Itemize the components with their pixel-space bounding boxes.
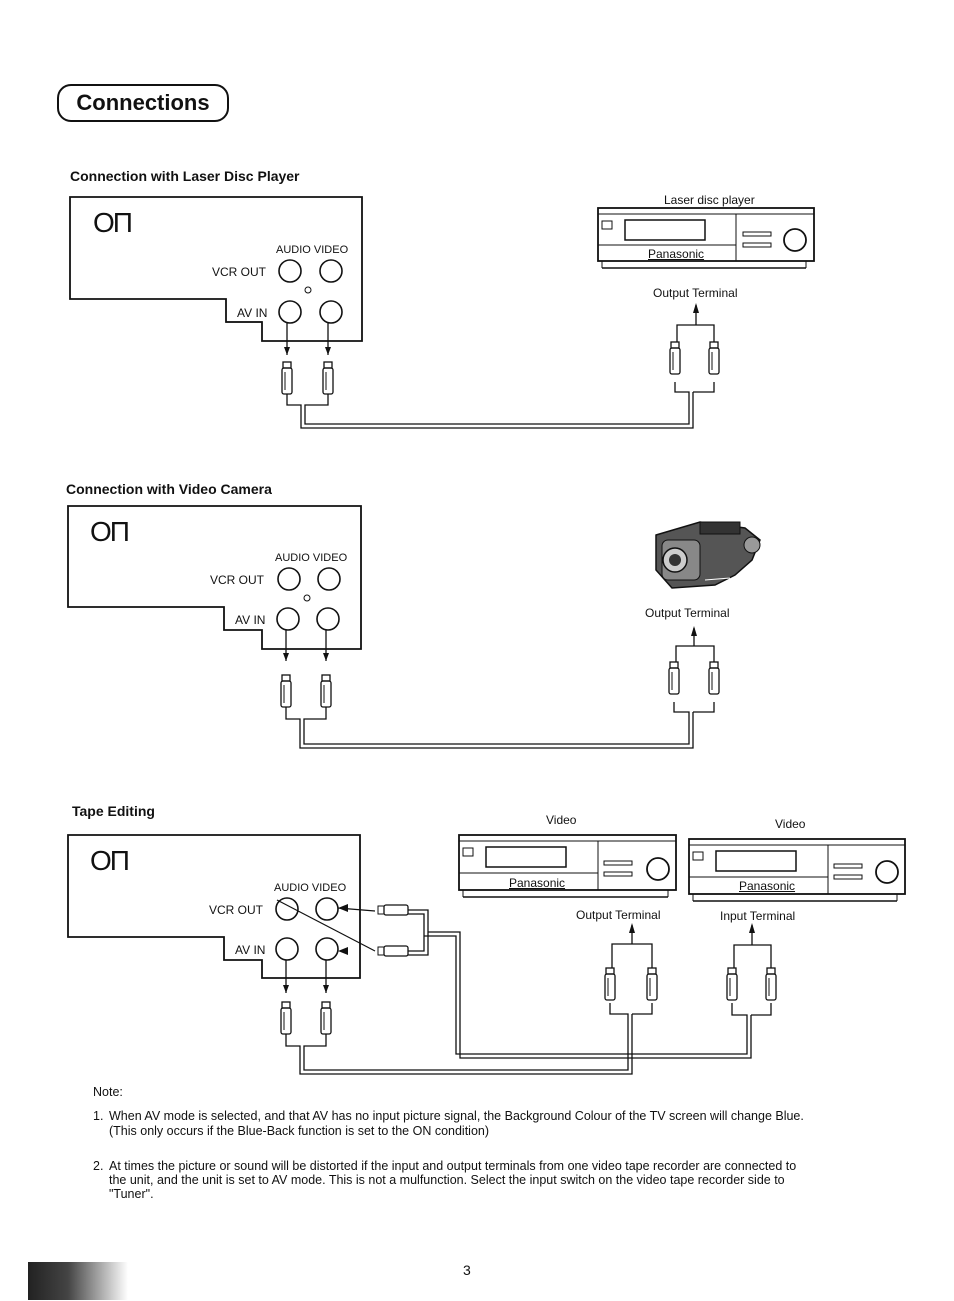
av-in-audio-jack-1 — [278, 300, 302, 324]
laser-disc-label: Laser disc player — [664, 193, 755, 207]
note-2-line1: At times the picture or sound will be di… — [109, 1159, 797, 1173]
center-dot-1 — [304, 286, 312, 294]
note-2-line2: the unit, and the unit is set to AV mode… — [109, 1173, 785, 1187]
brand-logo: Panasonic — [509, 876, 566, 890]
plug-3b — [320, 1001, 332, 1035]
vcr-1 — [458, 834, 677, 898]
video-camera — [655, 521, 761, 589]
note-1-line1: When AV mode is selected, and that AV ha… — [109, 1109, 804, 1123]
tv-panel-2 — [67, 505, 362, 650]
vcr1-label: Video — [546, 813, 577, 827]
tv-panel-1 — [69, 196, 363, 342]
output-terminal-label: Output Terminal — [576, 908, 661, 922]
page-number: 3 — [463, 1262, 471, 1278]
av-in-label: AV IN — [237, 306, 268, 320]
plug-3a — [280, 1001, 292, 1035]
plug-1b — [322, 361, 334, 395]
vcr-2 — [688, 838, 906, 902]
av-in-video-jack-3 — [315, 937, 339, 961]
vcr-out-label: VCR OUT — [212, 265, 266, 279]
av-in-label: AV IN — [235, 613, 266, 627]
side-plug-bottom — [377, 945, 409, 957]
laser-disc-player — [597, 207, 815, 269]
av-in-video-jack-2 — [316, 607, 340, 631]
vcr-out-audio-jack-2 — [277, 567, 301, 591]
av-in-video-jack-1 — [319, 300, 343, 324]
note-2-num: 2. — [93, 1159, 104, 1173]
plug-2b — [320, 674, 332, 708]
note-1-num: 1. — [93, 1109, 104, 1123]
plug-cam-a — [668, 661, 680, 695]
tv-logo: OΠ — [93, 207, 133, 238]
section-heading-laser: Connection with Laser Disc Player — [70, 168, 300, 184]
brand-logo: Panasonic — [648, 247, 705, 261]
plug-vcr2-a — [726, 967, 738, 1001]
av-in-audio-jack-2 — [276, 607, 300, 631]
tv-logo: OΠ — [90, 845, 130, 876]
plug-2a — [280, 674, 292, 708]
plug-1a — [281, 361, 293, 395]
brand-logo: Panasonic — [739, 879, 796, 893]
vcr-out-video-jack-1 — [319, 259, 343, 283]
vcr-out-label: VCR OUT — [210, 573, 264, 587]
tv-panel-3 — [67, 834, 361, 979]
plug-ld-b — [708, 341, 720, 375]
side-plug-top — [377, 904, 409, 916]
vcr-out-video-jack-3 — [315, 897, 339, 921]
plug-vcr1-a — [604, 967, 616, 1001]
plug-vcr2-b — [765, 967, 777, 1001]
page-title: Connections — [57, 84, 229, 122]
vcr2-label: Video — [775, 817, 806, 831]
note-heading: Note: — [93, 1085, 123, 1099]
audio-video-label: AUDIO VIDEO — [276, 244, 349, 256]
av-in-audio-jack-3 — [275, 937, 299, 961]
audio-video-label: AUDIO VIDEO — [275, 552, 348, 564]
scan-artifact — [28, 1262, 128, 1300]
plug-vcr1-b — [646, 967, 658, 1001]
section-heading-tape: Tape Editing — [72, 803, 155, 819]
tv-logo: OΠ — [90, 516, 130, 547]
vcr-out-label: VCR OUT — [209, 903, 263, 917]
note-1-line2: (This only occurs if the Blue-Back funct… — [109, 1124, 490, 1138]
vcr-out-audio-jack-1 — [278, 259, 302, 283]
vcr-out-video-jack-2 — [317, 567, 341, 591]
output-terminal-label: Output Terminal — [653, 286, 738, 300]
output-terminal-label: Output Terminal — [645, 606, 730, 620]
av-in-label: AV IN — [235, 943, 266, 957]
plug-ld-a — [669, 341, 681, 375]
plug-cam-b — [708, 661, 720, 695]
section-heading-camera: Connection with Video Camera — [66, 481, 272, 497]
note-2-line3: "Tuner". — [109, 1187, 154, 1201]
input-terminal-label: Input Terminal — [720, 909, 796, 923]
audio-video-label: AUDIO VIDEO — [274, 882, 347, 894]
